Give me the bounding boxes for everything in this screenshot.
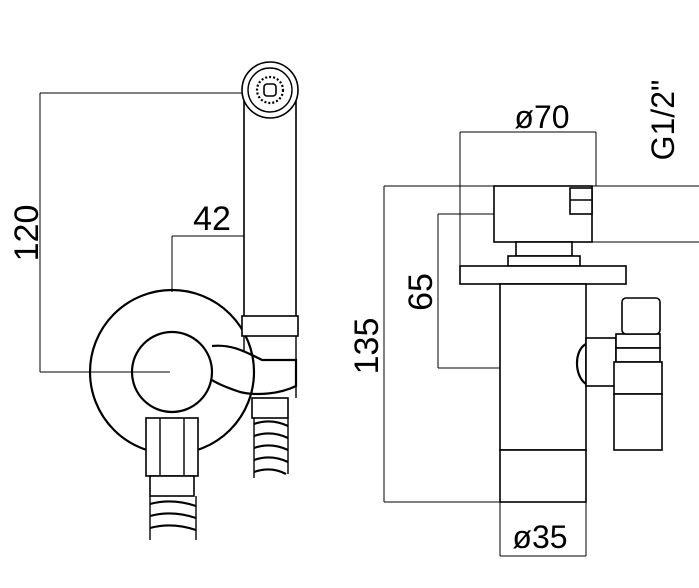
dimension-d70 (459, 131, 597, 284)
dimension-65 (437, 213, 500, 369)
nut (507, 241, 581, 267)
holder-arm (211, 336, 298, 398)
dimension-d35 (499, 502, 587, 557)
label-d35: ø35 (512, 519, 567, 555)
label-thread: G1/2" (645, 80, 681, 161)
label-42: 42 (193, 200, 231, 238)
label-d70: ø70 (514, 99, 569, 135)
head-block (493, 185, 593, 243)
dimension-120 (39, 92, 248, 373)
valve-body (145, 417, 199, 540)
label-135: 135 (348, 318, 386, 375)
side-handle (575, 297, 663, 451)
label-120: 120 (8, 205, 46, 262)
rosette-inner (130, 330, 214, 414)
hand-shower (241, 61, 299, 337)
dimension-thread (592, 185, 699, 243)
label-65: 65 (402, 273, 440, 311)
hose-right (251, 397, 289, 478)
main-body (499, 283, 587, 503)
right-view: ø70 G1/2" 135 65 (348, 80, 699, 557)
left-view: 120 42 (8, 61, 299, 540)
dimension-135 (383, 185, 500, 503)
flange (459, 265, 627, 285)
